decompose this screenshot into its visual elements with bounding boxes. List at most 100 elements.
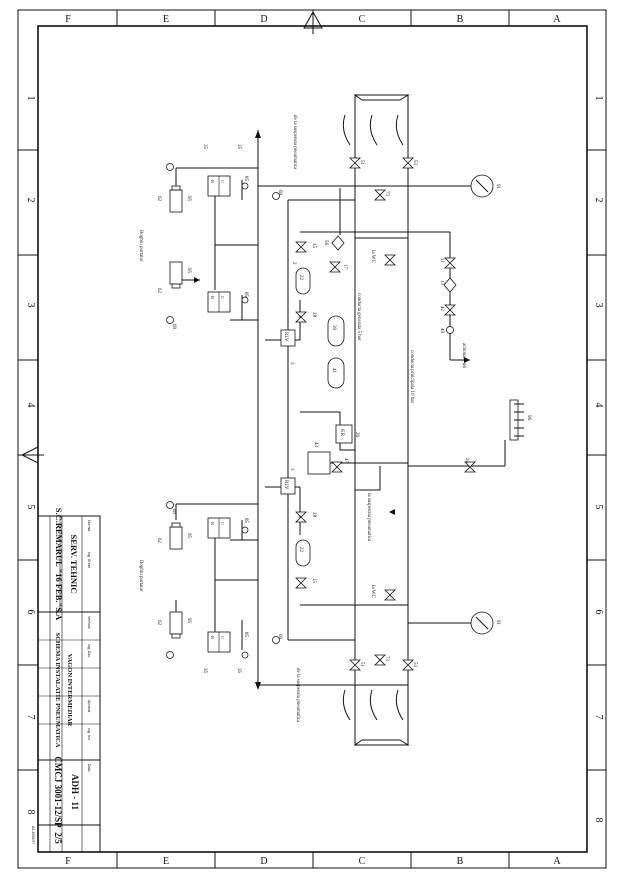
component-label: 53 <box>412 160 417 166</box>
pressure-gauge-bottom <box>408 611 494 635</box>
component-label: 24 <box>464 458 469 464</box>
test-point <box>166 501 174 509</box>
col-label-bottom: D <box>260 856 267 867</box>
component-label: 3 <box>289 362 294 365</box>
component-label: 17 <box>342 264 347 270</box>
valve-73-top[interactable] <box>374 189 386 201</box>
component-label: 3 <box>289 468 294 471</box>
row-label-right: 3 <box>593 303 604 308</box>
col-label-bottom: E <box>163 856 169 867</box>
valve-28-bottom[interactable] <box>295 511 307 523</box>
annotation-suspension-top: de la suspensia pneumatica <box>292 115 297 170</box>
valve-15-top[interactable] <box>295 241 307 253</box>
valve-11[interactable] <box>444 257 456 269</box>
bottom-valve-manifold <box>342 689 410 746</box>
title-drawing-subtitle: VAGON INTERMEDIAR <box>66 654 73 727</box>
valve-24[interactable] <box>464 461 476 473</box>
row-label-right: 2 <box>593 198 604 203</box>
valve-42[interactable] <box>444 304 456 316</box>
component-label: RLV <box>283 332 288 342</box>
component-label: 28 <box>311 312 316 318</box>
component-label: 69 <box>171 324 176 330</box>
valve-53-bottom[interactable] <box>402 659 414 671</box>
component-label: 15 <box>311 243 316 249</box>
component-label: 22 <box>298 547 303 553</box>
relay-port-label: R <box>210 180 215 183</box>
valve-73-bottom[interactable] <box>374 654 386 666</box>
test-point <box>241 182 249 190</box>
pipe-network <box>175 95 506 745</box>
annotation-suspension-bottom: de la suspensia pneumatica <box>295 668 300 723</box>
title-drawing-number: CMCJ 3001-12/SP <box>53 756 63 828</box>
test-point <box>272 636 280 644</box>
distributor-kr <box>335 424 353 444</box>
component-label: 13 <box>439 280 444 286</box>
component-label: 95 <box>186 268 191 274</box>
component-label: 62 <box>156 196 161 202</box>
valve-51-top[interactable] <box>349 157 361 169</box>
annotation-bogie-top: Boghiu purtator <box>138 230 143 262</box>
valve-53-top[interactable] <box>402 157 414 169</box>
test-point <box>272 192 280 200</box>
col-label-bottom: A <box>553 856 561 867</box>
col-label-top: E <box>163 14 169 25</box>
col-label-top: B <box>457 14 464 25</box>
valve-wc-bottom[interactable] <box>384 589 396 601</box>
title-drawing-name: SCHEMA INSTALATIE PNEUMATICA <box>54 633 61 748</box>
annotation-wc-bottom: la WC <box>370 585 375 598</box>
corner-note: A3-4956/97 <box>31 826 35 844</box>
title-small-label: Verificat <box>87 616 91 628</box>
annotation-door-actuation: actionare usi <box>461 343 466 369</box>
valve-15-bottom[interactable] <box>295 577 307 589</box>
component-label: 91 <box>495 184 500 190</box>
row-label-right: 5 <box>593 505 604 510</box>
tank-39 <box>327 315 345 347</box>
component-label: 47 <box>343 458 348 464</box>
title-code: ADH - 11 <box>70 774 80 811</box>
component-label: 49 <box>439 328 444 334</box>
relay-port-label: R <box>210 296 215 299</box>
col-label-top: F <box>65 14 71 25</box>
title-sheet-number: 2/5 <box>53 832 63 844</box>
relay-valve-4 <box>207 631 231 653</box>
valve-51-bottom[interactable] <box>349 659 361 671</box>
component-label: 85 <box>243 176 248 182</box>
row-label-left: 7 <box>25 715 36 720</box>
annotation-main-pipe: conducta principala 10 bar <box>409 350 414 404</box>
component-label: 69 <box>277 634 282 640</box>
row-label-left: 8 <box>25 810 36 815</box>
row-label-left: 4 <box>25 403 36 408</box>
component-label: 95 <box>186 533 191 539</box>
title-small-label: Ing. Grinel <box>87 552 91 568</box>
valve-17[interactable] <box>329 261 341 273</box>
component-label: 96 <box>526 415 531 421</box>
horn-connector-96 <box>509 399 524 441</box>
row-label-left: 2 <box>25 198 36 203</box>
row-label-right: 4 <box>593 403 604 408</box>
flow-arrow <box>194 130 470 690</box>
test-point <box>241 296 249 304</box>
valve-28-top[interactable] <box>295 311 307 323</box>
component-label: 69 <box>277 190 282 196</box>
component-label: 39 <box>331 325 336 331</box>
valve-47[interactable] <box>331 461 343 473</box>
component-label: 15 <box>311 578 316 584</box>
test-point <box>241 651 249 659</box>
component-label: 42 <box>439 306 444 312</box>
row-label-left: 1 <box>25 96 36 101</box>
relay-port-label: R <box>210 636 215 639</box>
distributor-rlv-top <box>280 329 296 347</box>
component-label: 28 <box>311 512 316 518</box>
component-label: 62 <box>156 620 161 626</box>
relay-port-label: C <box>220 296 225 299</box>
component-label: 51 <box>359 160 364 166</box>
title-department: SERV. TEHNIC <box>69 535 79 594</box>
valve-wc-top[interactable] <box>384 254 396 266</box>
col-label-bottom: B <box>457 856 464 867</box>
row-label-left: 3 <box>25 303 36 308</box>
tank-22-bottom <box>295 539 311 567</box>
title-small-label: Aprobat <box>87 700 91 712</box>
relay-port-label: C <box>220 180 225 183</box>
component-label: 35 <box>202 668 207 674</box>
